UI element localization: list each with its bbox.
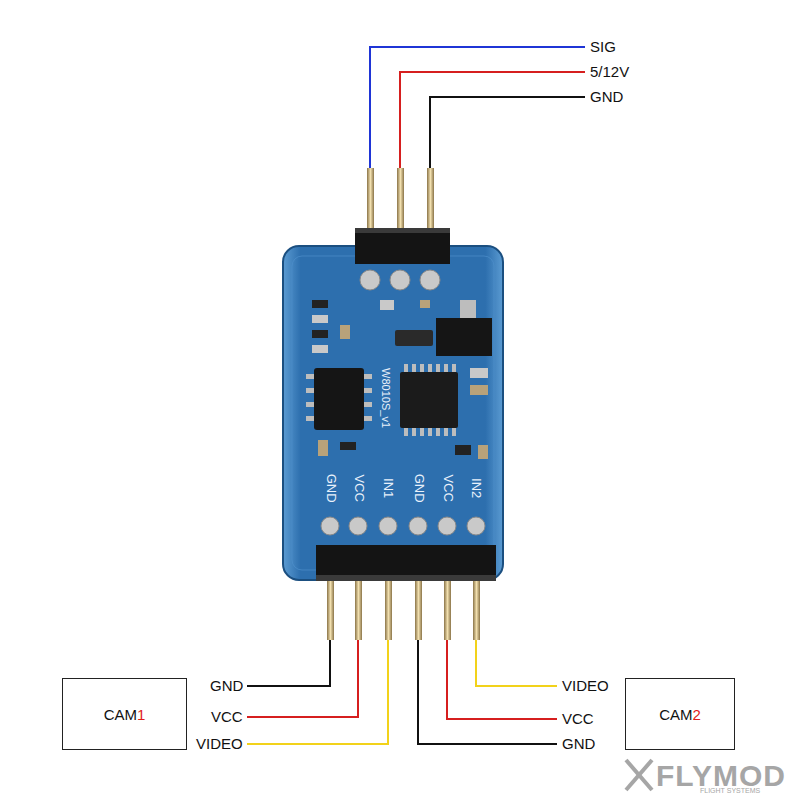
smd-part	[312, 345, 328, 353]
smd-resistor	[312, 300, 328, 308]
header-housing	[316, 545, 496, 581]
video-wire	[247, 640, 388, 744]
signal-name: GND	[590, 89, 623, 106]
camera-name: CAM2	[659, 706, 701, 723]
smd-capacitor	[470, 385, 488, 395]
signal-name: GND	[562, 736, 595, 753]
video-wire	[476, 640, 557, 686]
pin-name: IN2	[469, 478, 483, 498]
solder-pad	[390, 270, 410, 290]
gnd-wire	[430, 97, 585, 168]
smd-part	[470, 368, 488, 378]
header-pins	[327, 581, 480, 640]
pcb-edge	[292, 256, 494, 570]
watermark: FLIGHT SYSTEMS	[700, 787, 760, 795]
smd-part	[380, 300, 394, 310]
signal-name: VIDEO	[196, 736, 243, 753]
header-housing	[316, 575, 496, 581]
pin-name: GND	[323, 474, 337, 503]
ic-leads	[306, 374, 372, 421]
gnd-wire	[247, 640, 330, 686]
signal-name: VCC	[562, 711, 594, 728]
header-pin	[367, 168, 374, 238]
smd-diode	[395, 330, 433, 346]
smd-capacitor	[478, 445, 488, 459]
pin-name: VCC	[440, 474, 454, 501]
smd-capacitor	[340, 325, 350, 339]
ic-chip	[400, 372, 458, 428]
ic-chip	[314, 368, 364, 430]
header-housing	[355, 228, 450, 264]
header-pin	[427, 168, 434, 238]
camera-box: CAM1	[62, 678, 187, 750]
camera-name: CAM1	[104, 706, 146, 723]
header-pin	[397, 168, 404, 238]
vcc-wire	[447, 640, 557, 719]
ic-leads	[404, 364, 456, 436]
pin-name: VCC	[351, 474, 365, 501]
watermark-logo	[626, 760, 652, 790]
smd-part	[312, 315, 328, 323]
signal-name: GND	[210, 678, 243, 695]
solder-pad	[420, 270, 440, 290]
smd-capacitor	[420, 300, 430, 308]
camera-box: CAM2	[625, 678, 735, 750]
power-wire	[400, 72, 585, 168]
signal-name: SIG	[590, 39, 616, 56]
signal-name: 5/12V	[590, 64, 629, 81]
signal-name: VIDEO	[562, 678, 609, 695]
header-housing	[355, 228, 450, 233]
voltage-regulator	[436, 318, 492, 356]
board-marking: W8010S_v1	[380, 368, 392, 428]
pin-name: GND	[411, 474, 425, 503]
smd-resistor	[455, 445, 471, 455]
watermark: FLYMOD	[656, 759, 786, 792]
solder-pad	[360, 270, 380, 290]
gnd-wire	[418, 640, 557, 744]
pin-name: IN1	[381, 478, 395, 498]
signal-name: VCC	[211, 709, 243, 726]
smd-resistor	[340, 442, 356, 450]
pcb-board	[283, 246, 503, 580]
smd-resistor	[312, 330, 328, 338]
sig-wire	[370, 47, 585, 168]
regulator-tab	[460, 300, 476, 318]
smd-capacitor	[318, 440, 328, 456]
solder-pads	[321, 517, 485, 535]
vcc-wire	[247, 640, 358, 717]
